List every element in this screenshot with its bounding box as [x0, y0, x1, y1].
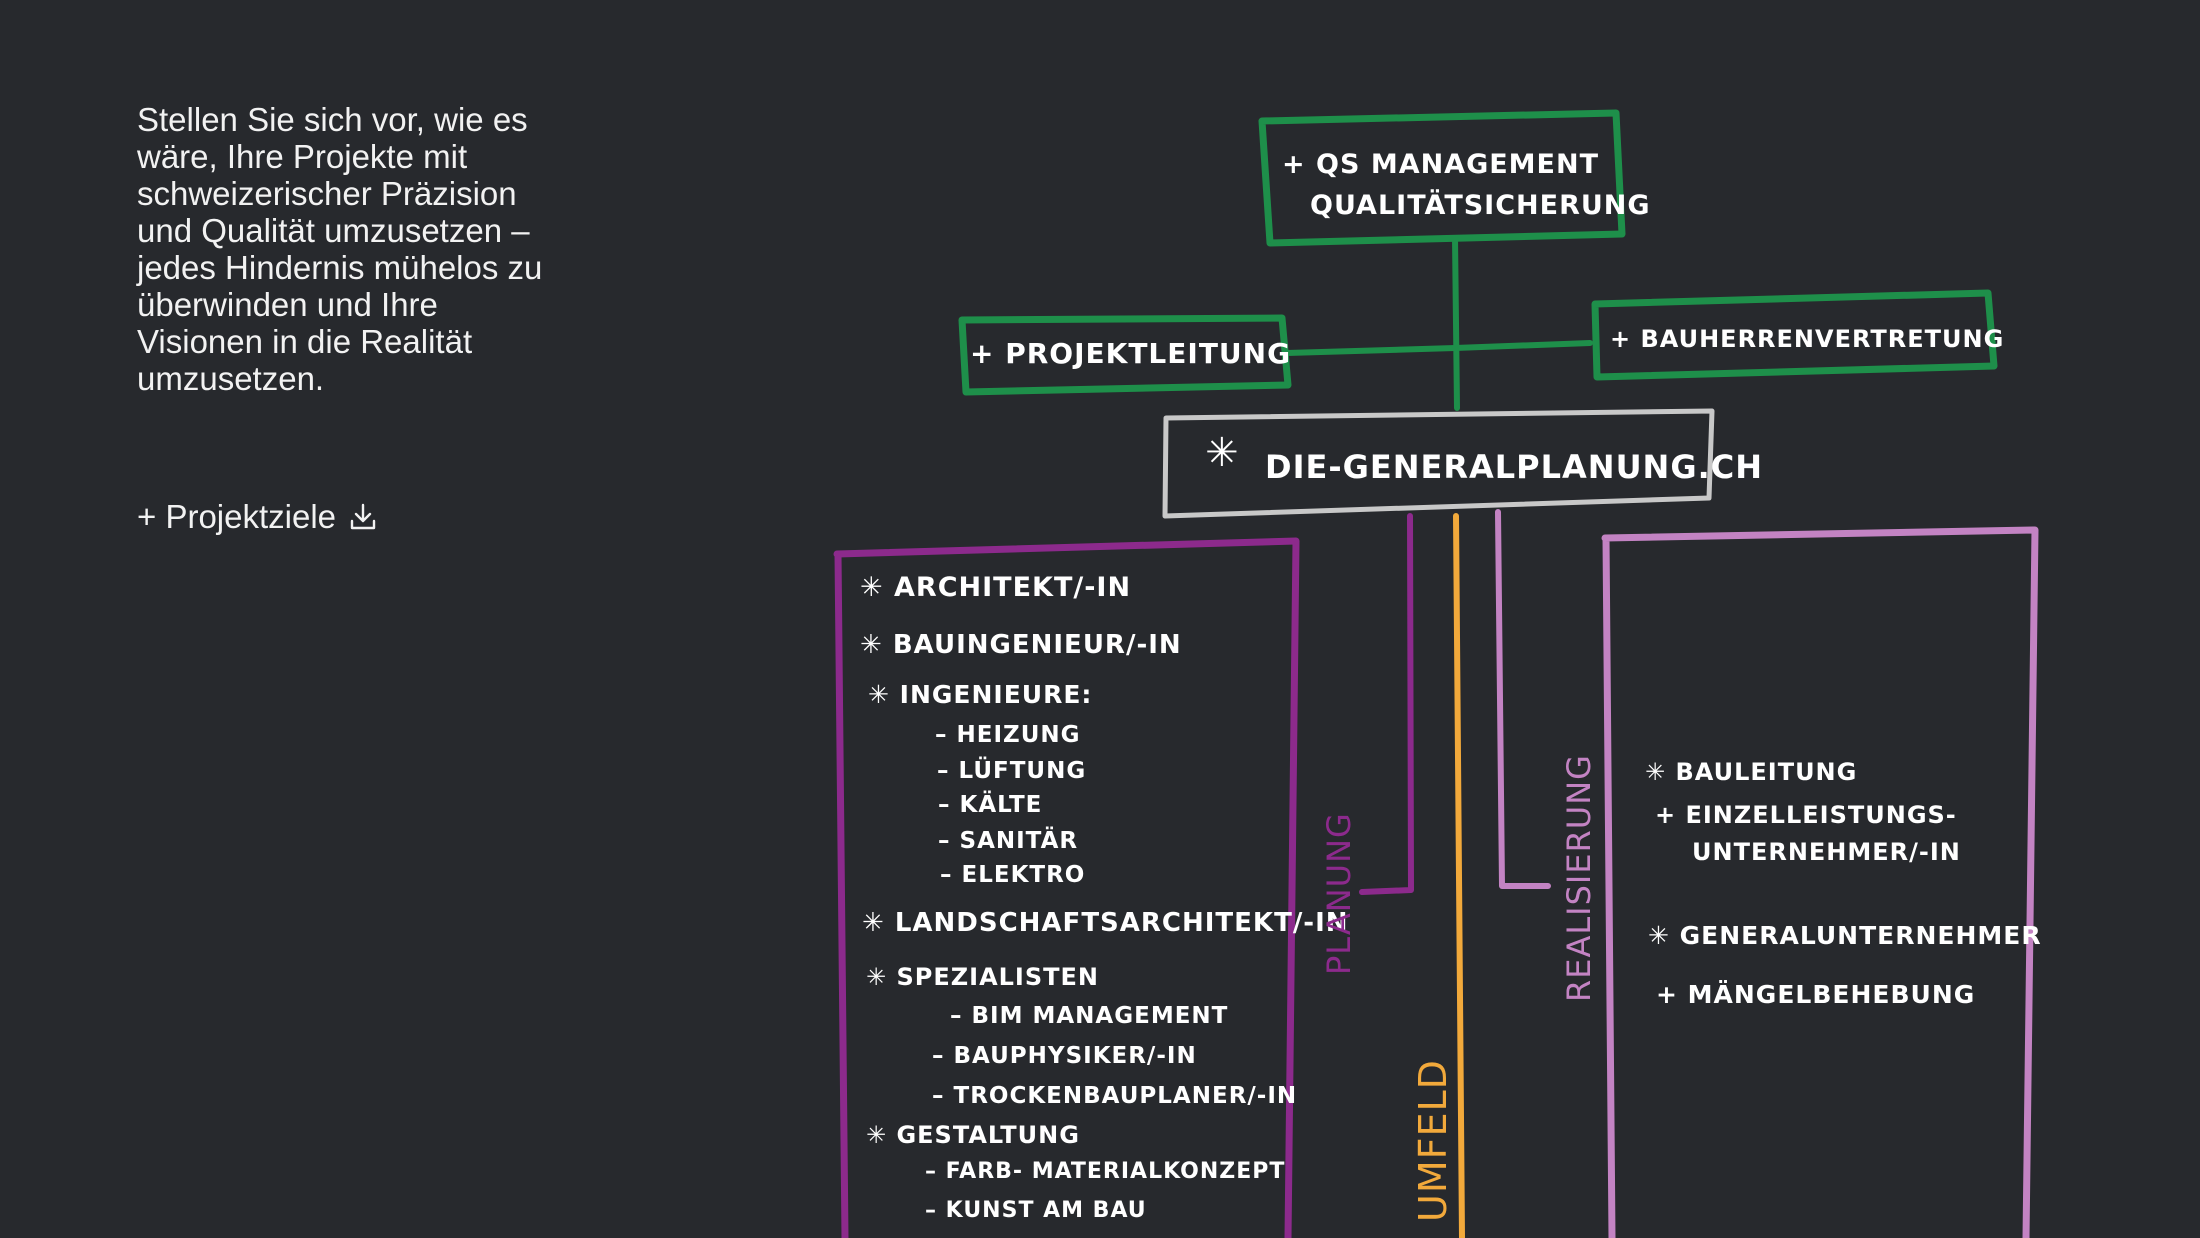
planung-box-frame — [833, 537, 1300, 1238]
qs-box-line2: QUALITÄTSICHERUNG — [1310, 189, 1651, 221]
planung-item: – KÄLTE — [938, 790, 1042, 818]
realisierung-vertical-label: REALISIERUNG — [1560, 754, 1598, 1002]
realisierung-item: UNTERNEHMER/-IN — [1692, 838, 1961, 866]
planung-item: – TROCKENBAUPLANER/-IN — [932, 1083, 1297, 1109]
planung-item: – KUNST AM BAU — [925, 1198, 1147, 1223]
realisierung-item: + EINZELLEISTUNGS- — [1655, 801, 1957, 829]
planung-item: ✳ BAUINGENIEUR/-IN — [860, 630, 1182, 660]
planung-item: – BAUPHYSIKER/-IN — [932, 1043, 1197, 1069]
central-star-icon: ✳ — [1205, 430, 1240, 476]
qs-box-line1: + QS MANAGEMENT — [1282, 149, 1599, 180]
bauherrenvertretung-box-frame — [1591, 289, 1998, 381]
central-label: DIE-GENERALPLANUNG.CH — [1265, 448, 1763, 486]
planung-connector — [1359, 513, 1414, 895]
projektleitung-connector — [1284, 345, 1458, 356]
bauherrenvertretung-label: + BAUHERRENVERTRETUNG — [1610, 325, 2004, 353]
planung-item: – LÜFTUNG — [937, 756, 1086, 784]
intro-paragraph: Stellen Sie sich vor, wie es wäre, Ihre … — [137, 101, 543, 397]
planung-item: – BIM MANAGEMENT — [950, 1003, 1228, 1029]
planung-items: ✳ ARCHITEKT/-IN ✳ BAUINGENIEUR/-IN ✳ ING… — [860, 572, 1349, 1223]
planung-vertical-label: PLANUNG — [1320, 812, 1358, 975]
qs-connector-vertical — [1452, 235, 1460, 411]
realisierung-item: ✳ GENERALUNTERNEHMER — [1648, 921, 2042, 950]
projektleitung-label: + PROJEKTLEITUNG — [970, 337, 1291, 370]
planung-item: – HEIZUNG — [935, 722, 1081, 748]
planung-item: – ELEKTRO — [940, 862, 1085, 888]
realisierung-item: ✳ BAULEITUNG — [1645, 758, 1857, 786]
planung-item: ✳ LANDSCHAFTSARCHITEKT/-IN — [862, 908, 1349, 938]
planung-item: – FARB- MATERIALKONZEPT — [925, 1159, 1285, 1184]
planung-item: ✳ SPEZIALISTEN — [866, 963, 1099, 991]
download-icon — [350, 503, 376, 530]
central-box-frame — [1162, 408, 1715, 519]
bauherrenvertretung-connector — [1452, 340, 1593, 351]
umfeld-line — [1453, 513, 1465, 1238]
projektleitung-box-frame — [958, 314, 1292, 396]
realisierung-connector — [1495, 509, 1551, 889]
realisierung-box-frame — [1601, 526, 2039, 1238]
planung-item: – SANITÄR — [938, 826, 1078, 854]
project-goals-label: + Projektziele — [137, 498, 337, 535]
planung-item: ✳ ARCHITEKT/-IN — [860, 572, 1131, 603]
planung-item: ✳ GESTALTUNG — [866, 1121, 1080, 1149]
qs-box-frame — [1258, 109, 1626, 247]
project-goals-download-link[interactable]: + Projektziele — [137, 498, 378, 536]
realisierung-item: + MÄNGELBEHEBUNG — [1656, 979, 1975, 1009]
planung-item: ✳ INGENIEURE: — [868, 680, 1092, 709]
realisierung-items: ✳ BAULEITUNG + EINZELLEISTUNGS- UNTERNEH… — [1645, 758, 2042, 1009]
umfeld-vertical-label: UMFELD — [1411, 1059, 1455, 1222]
